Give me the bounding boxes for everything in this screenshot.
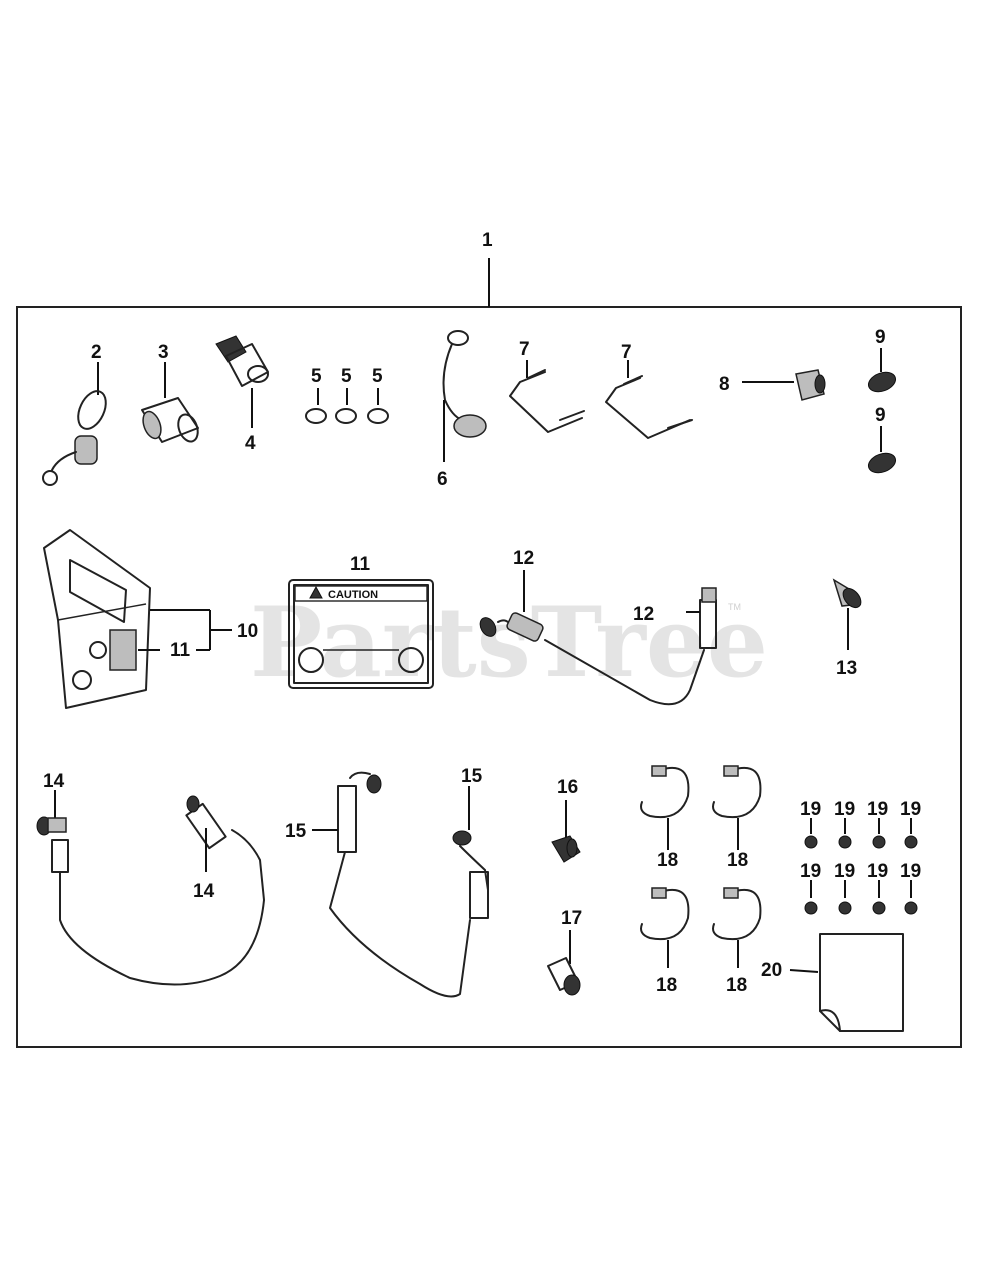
callout-19h: 19 [900, 861, 921, 882]
caution-label-text: CAUTION [328, 589, 378, 601]
part-5-o-rings [305, 388, 389, 424]
callout-20: 20 [761, 960, 782, 981]
callout-9a: 9 [875, 327, 886, 348]
callout-18b: 18 [727, 850, 748, 871]
watermark-trademark: TM [728, 602, 741, 612]
callout-19f: 19 [834, 861, 855, 882]
part-16-fitting [551, 800, 581, 863]
callout-16: 16 [557, 777, 578, 798]
part-15-hose [312, 771, 489, 998]
part-6-cap-with-cord [442, 330, 487, 462]
callout-12b: 12 [633, 604, 654, 625]
callout-7b: 7 [621, 342, 632, 363]
callout-19c: 19 [867, 799, 888, 820]
part-14-hose [36, 790, 265, 986]
watermark: PartsTree [250, 586, 768, 699]
part-17-plug [547, 930, 581, 996]
callout-13: 13 [836, 658, 857, 679]
callout-6: 6 [437, 469, 448, 490]
part-8-elbow-fitting [742, 369, 826, 401]
callout-11b: 11 [350, 554, 371, 575]
callout-19d: 19 [900, 799, 921, 820]
callout-18d: 18 [726, 975, 747, 996]
callout-15b: 15 [461, 766, 483, 787]
part-12-hose [479, 570, 717, 706]
part-10-bracket [43, 529, 232, 709]
part-13-fitting [832, 578, 862, 650]
callout-10: 10 [237, 621, 258, 642]
part-3-coupler [141, 362, 199, 443]
part-20-instruction-sheet [789, 933, 904, 1032]
callout-18c: 18 [656, 975, 677, 996]
callout-12a: 12 [513, 548, 534, 569]
callout-15a: 15 [285, 821, 307, 842]
callout-8: 8 [719, 374, 730, 395]
callout-19a: 19 [800, 799, 821, 820]
callout-19e: 19 [800, 861, 821, 882]
callout-17: 17 [561, 908, 582, 929]
callout-5c: 5 [372, 366, 383, 387]
callout-19g: 19 [867, 861, 888, 882]
part-18-hose-clamps [640, 765, 762, 968]
callout-9b: 9 [875, 405, 886, 426]
callout-4: 4 [245, 433, 256, 454]
callout-19b: 19 [834, 799, 855, 820]
part-11-caution-label [288, 579, 434, 689]
callout-14b: 14 [193, 881, 215, 902]
callout-5a: 5 [311, 366, 322, 387]
callout-5b: 5 [341, 366, 352, 387]
part-7-u-bolts [509, 360, 693, 439]
callout-1: 1 [482, 230, 493, 251]
part-9-nipples [867, 348, 897, 474]
callout-2: 2 [91, 342, 102, 363]
callout-18a: 18 [657, 850, 678, 871]
part-2-cap [42, 362, 107, 486]
part-19-nuts [804, 818, 918, 915]
part-4-quick-coupler [215, 335, 269, 428]
callout-14a: 14 [43, 771, 65, 792]
callout-3: 3 [158, 342, 169, 363]
callout-7a: 7 [519, 339, 530, 360]
callout-11a: 11 [170, 640, 191, 661]
